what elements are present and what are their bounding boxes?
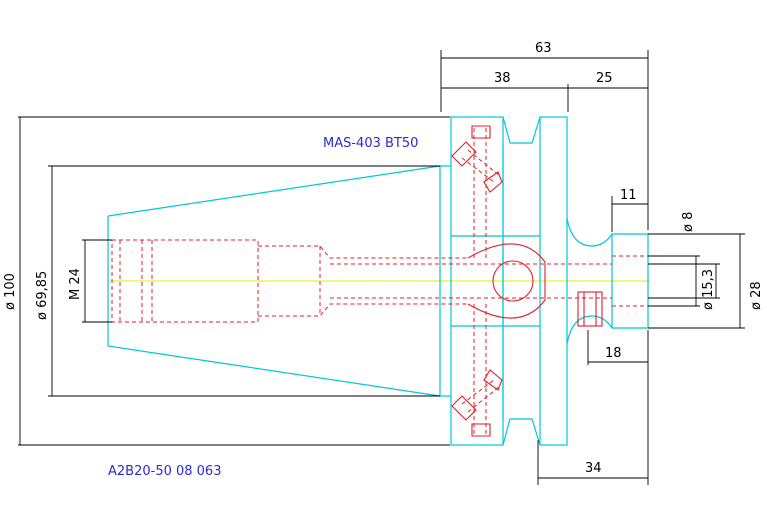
dim-flange-diameter: ø 100	[3, 273, 18, 310]
dim-nose-diameter: ø 28	[749, 281, 764, 310]
dim-pilot-diameter: ø 15,3	[701, 269, 716, 310]
dimension-lines	[18, 50, 745, 485]
dim-taper-diameter: ø 69,85	[35, 271, 50, 320]
dim-taper-length: 38	[494, 71, 511, 86]
dim-screw-depth: 18	[605, 346, 622, 361]
internal-features	[111, 125, 648, 437]
dim-nose-length: 25	[596, 71, 613, 86]
part-title-label: MAS-403 BT50	[323, 136, 418, 151]
dim-flange-offset: 34	[585, 461, 602, 476]
dim-bore-diameter: ø 8	[681, 212, 696, 232]
dim-bore-depth: 11	[620, 188, 637, 203]
dim-overall-length: 63	[535, 41, 552, 56]
part-number-label: A2B20-50 08 063	[108, 464, 221, 479]
dim-thread: M 24	[68, 268, 83, 300]
